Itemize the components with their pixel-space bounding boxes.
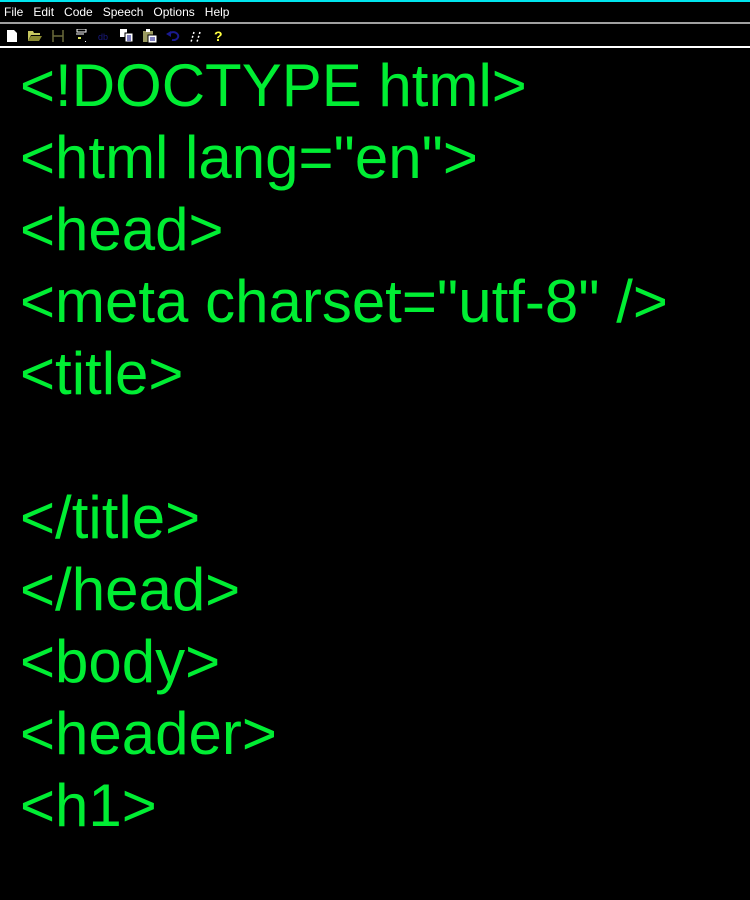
bracket-button[interactable]	[48, 27, 68, 45]
paste-button[interactable]	[140, 27, 160, 45]
menu-help[interactable]: Help	[204, 5, 230, 19]
menu-file[interactable]: File	[4, 5, 24, 19]
code-line-10: <header>	[20, 700, 277, 767]
svg-text:db: db	[98, 32, 108, 41]
new-file-icon	[7, 29, 17, 42]
db-icon: db	[98, 32, 108, 41]
new-file-button[interactable]	[2, 27, 22, 45]
format-button[interactable]	[71, 27, 91, 45]
menu-speech[interactable]: Speech	[102, 5, 144, 19]
menu-options[interactable]: Options	[153, 5, 195, 19]
svg-text:?: ?	[214, 29, 223, 43]
help-button[interactable]: ?	[209, 27, 229, 45]
copy-button[interactable]	[117, 27, 137, 45]
undo-button[interactable]	[163, 27, 183, 45]
code-line-4: <meta charset="utf-8" />	[20, 268, 668, 335]
paste-icon	[143, 28, 157, 43]
copy-icon	[120, 29, 134, 42]
code-line-7: </title>	[20, 484, 201, 551]
db-button[interactable]: db	[94, 27, 114, 45]
comment-button[interactable]	[186, 27, 206, 45]
code-editor[interactable]: <!DOCTYPE html> <html lang="en"> <head> …	[0, 48, 750, 900]
code-line-5: <title>	[20, 340, 184, 407]
code-line-9: <body>	[20, 628, 221, 695]
menu-bar: File Edit Code Speech Options Help	[0, 2, 750, 22]
code-line-1: <!DOCTYPE html>	[20, 52, 527, 119]
code-line-2: <html lang="en">	[20, 124, 478, 191]
menu-code[interactable]: Code	[64, 5, 93, 19]
code-line-3: <head>	[20, 196, 224, 263]
menu-divider	[0, 22, 750, 24]
code-line-8: </head>	[20, 556, 241, 623]
menu-edit[interactable]: Edit	[33, 5, 55, 19]
toolbar: db ?	[0, 25, 750, 46]
open-folder-icon	[28, 30, 42, 41]
bracket-icon	[52, 29, 64, 42]
code-line-11: <h1>	[20, 772, 157, 839]
toolbar-divider	[0, 46, 750, 48]
comment-icon	[190, 31, 201, 42]
format-icon	[76, 28, 87, 42]
undo-icon	[166, 30, 180, 41]
open-file-button[interactable]	[25, 27, 45, 45]
help-icon: ?	[214, 29, 223, 43]
window-top-border	[0, 0, 750, 2]
